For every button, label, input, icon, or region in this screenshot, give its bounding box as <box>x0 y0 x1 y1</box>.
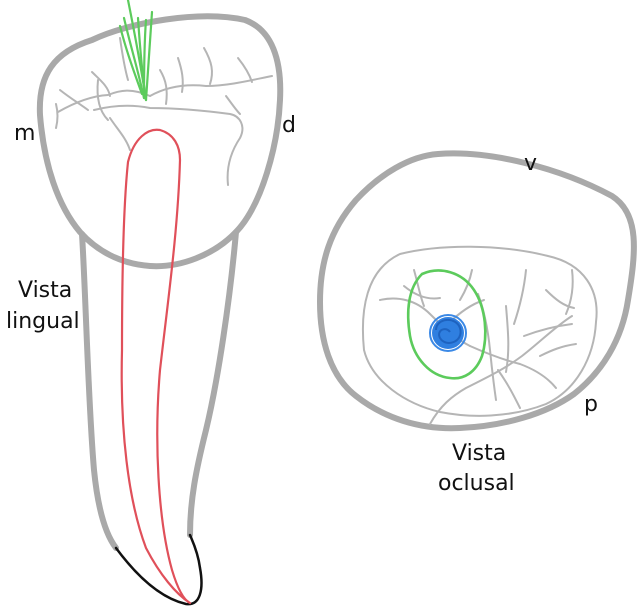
label-occlusal-view-line1: Vista <box>452 441 506 466</box>
crown-outline <box>40 16 280 266</box>
crown-grooves <box>56 38 272 185</box>
canal-orifice <box>430 315 466 351</box>
label-lingual-view-line2: lingual <box>6 309 80 334</box>
occlusal-outline <box>320 153 634 428</box>
label-distal: d <box>282 113 296 138</box>
occlusal-view: v p Vista oclusal <box>320 151 634 496</box>
root-outline-left <box>82 234 116 548</box>
endodontic-instrument <box>120 0 152 100</box>
label-vestibular: v <box>524 151 537 176</box>
label-palatal: p <box>584 392 598 417</box>
label-lingual-view-line1: Vista <box>18 278 72 303</box>
label-mesial: m <box>14 121 35 146</box>
label-occlusal-view-line2: oclusal <box>438 471 515 496</box>
lingual-view: m d Vista lingual <box>6 0 296 604</box>
occlusal-table <box>363 247 597 416</box>
root-canal <box>122 130 190 603</box>
root-outline-right <box>190 232 236 535</box>
